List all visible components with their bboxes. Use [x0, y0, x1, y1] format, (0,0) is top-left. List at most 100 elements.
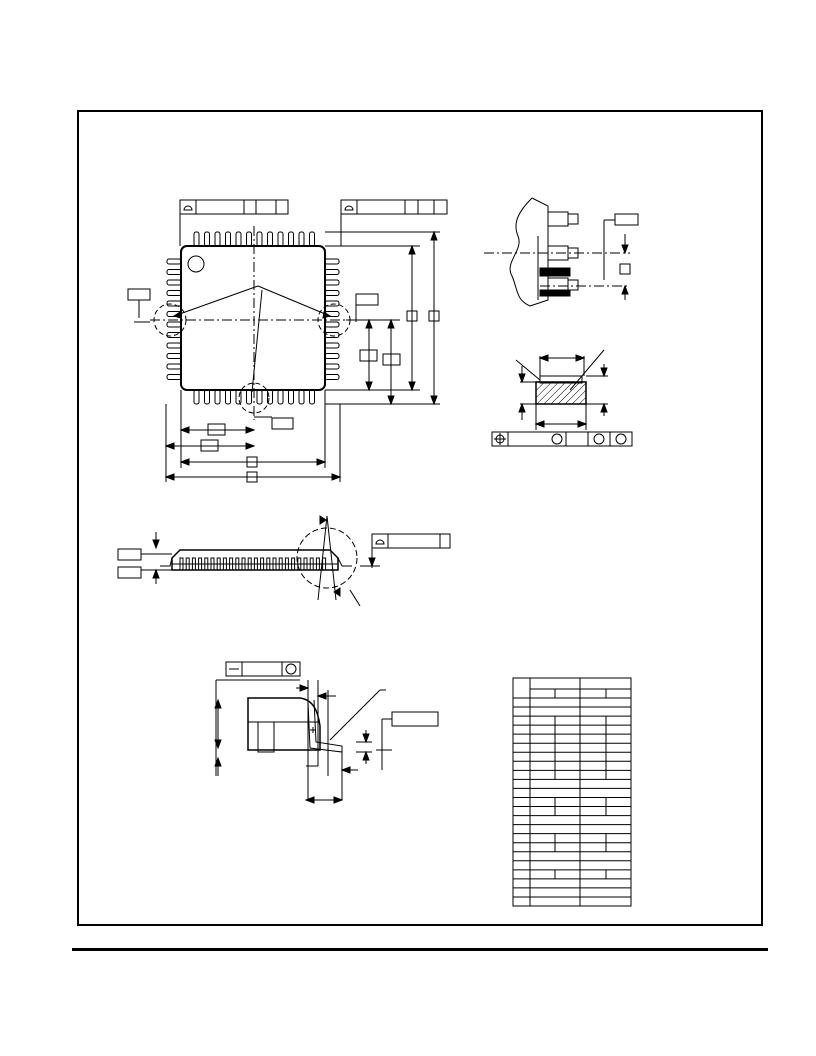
lead	[298, 231, 305, 247]
lead	[166, 258, 182, 265]
lead	[166, 300, 182, 307]
lead	[193, 389, 200, 405]
lead	[166, 290, 182, 296]
lead-upper	[547, 211, 579, 227]
lead	[324, 363, 340, 370]
lead	[324, 258, 340, 265]
side-lead	[247, 557, 252, 571]
lead	[324, 300, 340, 307]
side-lead	[198, 557, 203, 571]
side-lead	[309, 557, 314, 571]
top-view	[127, 199, 448, 483]
lead	[166, 374, 182, 380]
lead	[267, 231, 273, 247]
side-lead	[222, 557, 227, 571]
lead-cross-section	[535, 381, 587, 405]
seating-detail-circle	[296, 527, 358, 589]
lead	[256, 389, 263, 405]
feature-control-frame-left	[179, 199, 289, 215]
lead-detail-view	[484, 197, 639, 307]
side-lead	[229, 557, 234, 571]
lead	[324, 353, 340, 359]
side-lead	[253, 557, 258, 571]
lead	[166, 321, 182, 328]
seating-detail-view	[214, 661, 439, 804]
side-lead	[210, 557, 215, 571]
flatness-icon	[375, 539, 385, 545]
datum-circle-icon	[593, 433, 605, 445]
position-icon	[494, 433, 506, 445]
lead	[277, 231, 284, 247]
datum-circle-icon	[615, 433, 627, 445]
detail-circle-left	[153, 303, 187, 337]
lead-bend	[307, 699, 343, 753]
side-lead	[204, 557, 209, 571]
side-lead	[216, 557, 221, 571]
flatness-frame-side	[371, 533, 451, 549]
lead	[166, 363, 182, 370]
side-lead	[291, 557, 296, 571]
feature-control-frame-right	[340, 199, 448, 215]
datum-circle-icon	[551, 433, 563, 445]
lead	[288, 389, 294, 405]
lead	[324, 269, 340, 275]
lead	[166, 353, 182, 359]
dimension-table	[512, 677, 632, 907]
side-lead	[322, 557, 327, 571]
lead	[246, 389, 252, 405]
drawing-frame	[77, 110, 763, 926]
side-lead	[315, 557, 320, 571]
lead	[225, 389, 231, 405]
lead	[256, 231, 263, 247]
flatness-icon	[344, 205, 354, 211]
lead	[288, 231, 294, 247]
break-line	[509, 197, 533, 307]
detail-circle-bottom	[238, 382, 270, 414]
side-lead	[179, 557, 184, 571]
lead	[193, 231, 200, 247]
lead	[214, 389, 221, 405]
lead	[235, 389, 242, 405]
lead	[166, 269, 182, 275]
flatness-icon	[183, 205, 193, 211]
lead	[267, 389, 273, 405]
lead	[214, 231, 221, 247]
straightness-frame	[225, 661, 301, 677]
body-detail	[247, 697, 321, 751]
datum-circle-icon	[285, 663, 297, 675]
lead	[324, 321, 340, 328]
side-lead	[272, 557, 277, 571]
lead	[235, 231, 242, 247]
side-lead	[241, 557, 246, 571]
leads-right	[324, 258, 340, 380]
side-lead	[185, 557, 190, 571]
side-lead	[266, 557, 271, 571]
lead	[309, 231, 315, 247]
lead	[204, 389, 210, 405]
lead	[246, 231, 252, 247]
lead	[277, 389, 284, 405]
leads-top	[193, 231, 315, 247]
footer-rule	[72, 948, 768, 951]
side-lead	[260, 557, 265, 571]
lead	[204, 231, 210, 247]
leads-bottom	[193, 389, 315, 405]
lead	[309, 389, 315, 405]
pin-one-marker	[187, 255, 205, 273]
lead	[298, 389, 305, 405]
position-tolerance-frame	[491, 431, 633, 447]
lead	[324, 279, 340, 286]
side-lead	[191, 557, 196, 571]
side-leads	[179, 557, 327, 571]
lead	[324, 374, 340, 380]
table-border	[512, 677, 632, 907]
side-view	[117, 515, 451, 607]
lead	[166, 279, 182, 286]
side-lead	[303, 557, 308, 571]
side-lead	[278, 557, 283, 571]
side-lead	[284, 557, 289, 571]
leads-left	[166, 258, 182, 380]
lead	[324, 290, 340, 296]
lead	[324, 332, 340, 338]
